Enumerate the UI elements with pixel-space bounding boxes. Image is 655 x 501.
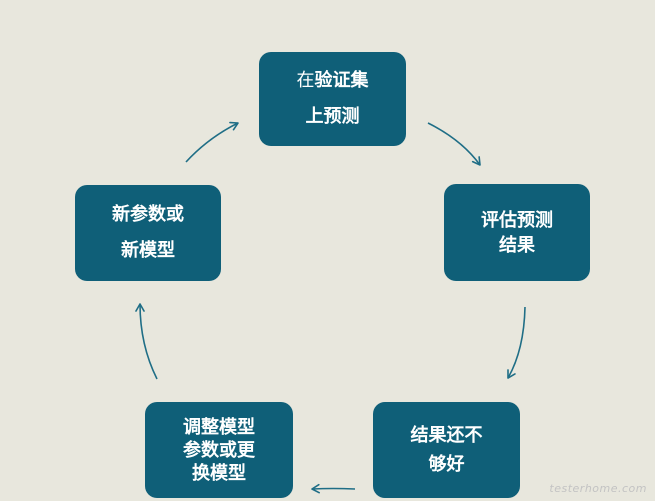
- node-text-line: 够好: [429, 450, 465, 479]
- node-text-line: 在验证集: [297, 63, 369, 99]
- node-text-line: 新参数或: [112, 197, 184, 233]
- node-evaluate-results: 评估预测结果: [444, 184, 590, 281]
- node-text: 验证集: [314, 70, 369, 91]
- node-text: 够好: [428, 454, 465, 475]
- arrow-tune-to-newparam: [135, 303, 158, 380]
- node-tune-or-change-model: 调整模型参数或更换模型: [145, 402, 293, 498]
- node-results-not-good-enough: 结果还不够好: [373, 402, 520, 498]
- node-text-line: 结果: [499, 233, 535, 258]
- node-text: 调整模型: [183, 416, 255, 438]
- node-text: 新模型: [121, 240, 175, 261]
- watermark: testerhome.com: [549, 482, 647, 495]
- node-validate-predict: 在验证集上预测: [259, 52, 406, 146]
- node-text: 评估预测: [481, 209, 553, 231]
- node-text-line: 评估预测: [481, 208, 553, 233]
- node-text: 新参数或: [112, 204, 184, 225]
- node-text-line: 结果还不: [411, 421, 483, 450]
- arrow-validate-to-evaluate: [427, 122, 481, 166]
- node-text-line: 新模型: [121, 233, 175, 269]
- arrow-newparam-to-validate: [185, 121, 239, 163]
- node-text-line: 换模型: [192, 462, 246, 485]
- node-text: 换模型: [192, 462, 246, 484]
- node-text: 结果: [499, 234, 535, 256]
- node-text-line: 上预测: [306, 99, 360, 135]
- arrow-evaluate-to-notgood: [507, 306, 526, 379]
- node-text-line: 调整模型: [183, 416, 255, 439]
- node-text-line: 参数或更: [183, 439, 255, 462]
- node-text: 参数或更: [183, 439, 255, 461]
- node-text: 结果还不: [410, 425, 483, 446]
- node-text: 上预测: [305, 106, 360, 127]
- arrow-notgood-to-tune: [311, 483, 356, 494]
- node-new-params-or-model: 新参数或新模型: [75, 185, 221, 281]
- node-text: 在: [296, 70, 315, 91]
